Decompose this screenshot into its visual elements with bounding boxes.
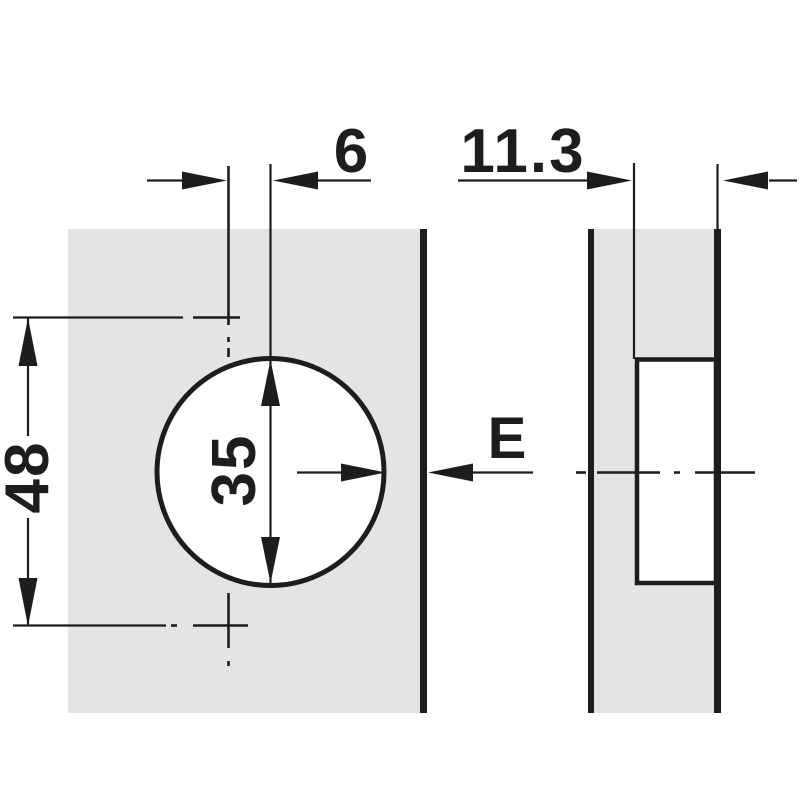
dim-e-left-arrowhead-icon bbox=[428, 463, 473, 482]
side-panel-left-edge-line bbox=[588, 229, 594, 713]
front-panel-edge-line bbox=[420, 229, 427, 713]
dim-35-down-arrowhead-icon bbox=[261, 537, 280, 583]
dim-35-label: 35 bbox=[200, 434, 269, 507]
dimension-cup-diameter: 35 bbox=[200, 360, 280, 583]
dimension-screw-hole-offset: 6 bbox=[147, 117, 371, 360]
dimension-drilling-distance: 11.3 bbox=[458, 117, 797, 359]
dim-11-3-right-arrowhead-icon bbox=[723, 171, 768, 190]
dim-6-left-arrowhead-icon bbox=[182, 171, 227, 190]
side-view bbox=[588, 229, 721, 713]
dim-48-down-arrowhead-icon bbox=[18, 578, 38, 626]
dim-6-right-arrowhead-icon bbox=[273, 171, 318, 190]
dim-e-right-arrowhead-icon bbox=[341, 463, 386, 482]
side-panel-right-edge-line bbox=[714, 229, 721, 713]
dim-e-label: E bbox=[488, 406, 527, 471]
dimension-hole-spacing: 48 bbox=[0, 316, 183, 627]
dim-48-up-arrowhead-icon bbox=[18, 318, 38, 366]
dim-35-up-arrowhead-icon bbox=[261, 360, 280, 406]
dim-48-label: 48 bbox=[0, 441, 62, 514]
dimension-edge-distance: E bbox=[297, 406, 533, 482]
dim-11-3-left-arrowhead-icon bbox=[587, 171, 632, 190]
dim-6-label: 6 bbox=[334, 117, 370, 186]
centerlines bbox=[193, 166, 755, 666]
dim-11-3-label: 11.3 bbox=[460, 117, 585, 186]
